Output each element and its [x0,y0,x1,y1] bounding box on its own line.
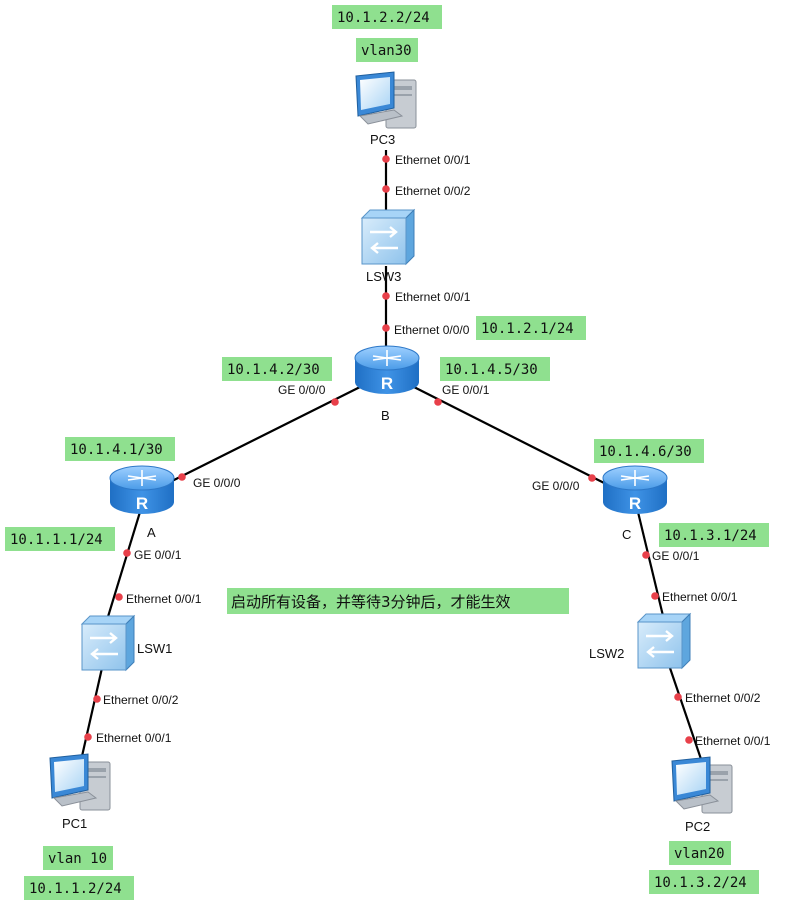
tag-text: 10.1.1.1/24 [10,532,103,548]
tag-pc2-ip: 10.1.3.2/24 [649,870,759,894]
link-router-a-lsw1 [105,511,142,621]
tag-b-right-ip: 10.1.4.5/30 [440,357,550,381]
link-lsw2-pc2 [668,667,705,766]
tag-b-left-ip: 10.1.4.2/30 [222,357,332,381]
port-dot [685,736,693,744]
router-c-label: C [622,527,631,542]
lsw3-switch-icon[interactable] [360,208,416,266]
tag-text: vlan30 [361,43,412,59]
router-b-label: B [381,408,390,423]
tag-b-top-ip: 10.1.2.1/24 [476,316,586,340]
port-label: GE 0/0/0 [193,476,241,490]
port-dot [674,693,682,701]
pc1-label: PC1 [62,816,87,831]
port-dot [642,551,650,559]
pc2-label: PC2 [685,819,710,834]
tag-text: 10.1.4.5/30 [445,362,538,378]
port-label: Ethernet 0/0/1 [695,734,771,748]
tag-text: vlan 10 [48,851,107,867]
port-label: Ethernet 0/0/1 [96,731,172,745]
tag-pc2-vlan: vlan20 [669,841,731,865]
port-dot [93,695,101,703]
port-label: Ethernet 0/0/1 [395,290,471,304]
tag-text: vlan20 [674,846,725,862]
port-label: GE 0/0/1 [134,548,182,562]
port-dot [382,185,390,193]
port-label: Ethernet 0/0/1 [395,153,471,167]
lsw1-label: LSW1 [137,641,172,656]
port-dot [651,592,659,600]
router-glyph: R [136,494,148,513]
port-dots [84,155,693,744]
tag-text: 10.1.4.2/30 [227,362,320,378]
port-dot [382,324,390,332]
lsw2-label: LSW2 [589,646,624,661]
link-router-c-lsw2 [636,511,666,621]
port-labels: Ethernet 0/0/1 Ethernet 0/0/2 Ethernet 0… [96,153,771,748]
notice-text: 启动所有设备，并等待3分钟后，才能生效 [231,593,511,611]
tag-text: 10.1.2.2/24 [337,10,430,26]
tag-pc3-ip: 10.1.2.2/24 [332,5,442,29]
port-label: Ethernet 0/0/2 [685,691,761,705]
port-label: GE 0/0/1 [442,383,490,397]
port-dot [115,593,123,601]
tag-text: 10.1.4.1/30 [70,442,163,458]
address-tags: 10.1.2.2/24 vlan30 10.1.2.1/24 10.1.4.2/… [5,5,769,900]
lsw1-switch-icon[interactable] [80,614,136,672]
pc3-icon[interactable] [355,71,417,129]
link-router-b-router-c [407,383,623,493]
port-label: GE 0/0/0 [278,383,326,397]
port-dot [123,549,131,557]
notice-banner: 启动所有设备，并等待3分钟后，才能生效 [227,588,569,614]
router-a-icon[interactable]: R [109,465,175,514]
port-dot [331,398,339,406]
port-label: GE 0/0/1 [652,549,700,563]
tag-text: 10.1.2.1/24 [481,321,574,337]
pc2-icon[interactable] [671,756,733,814]
port-label: Ethernet 0/0/2 [103,693,179,707]
port-dot [588,474,596,482]
link-lsw1-pc1 [78,667,104,766]
port-dot [84,733,92,741]
links [78,150,705,766]
tag-text: 10.1.4.6/30 [599,444,692,460]
port-label: Ethernet 0/0/1 [126,592,202,606]
port-label: Ethernet 0/0/0 [394,323,470,337]
lsw3-label: LSW3 [366,269,401,284]
tag-pc1-ip: 10.1.1.2/24 [24,876,134,900]
port-dot [382,155,390,163]
router-b-icon[interactable]: R [354,345,420,394]
pc1-icon[interactable] [49,753,111,811]
tag-text: 10.1.3.2/24 [654,875,747,891]
port-label: Ethernet 0/0/1 [662,590,738,604]
router-glyph: R [629,494,641,513]
port-dot [178,473,186,481]
tag-a-lan-ip: 10.1.1.1/24 [5,527,115,551]
tag-text: 10.1.1.2/24 [29,881,122,897]
router-glyph: R [381,374,393,393]
router-a-label: A [147,525,156,540]
port-label: Ethernet 0/0/2 [395,184,471,198]
tag-c-lan-ip: 10.1.3.1/24 [659,523,769,547]
router-c-icon[interactable]: R [602,465,668,514]
tag-a-ip: 10.1.4.1/30 [65,437,175,461]
tag-pc1-vlan: vlan 10 [43,846,113,870]
port-dot [382,292,390,300]
pc3-label: PC3 [370,132,395,147]
tag-c-ip: 10.1.4.6/30 [594,439,704,463]
port-dot [434,398,442,406]
tag-pc3-vlan: vlan30 [356,38,418,62]
link-router-b-router-a [149,383,367,493]
lsw2-switch-icon[interactable] [636,612,692,670]
tag-text: 10.1.3.1/24 [664,528,757,544]
port-label: GE 0/0/0 [532,479,580,493]
